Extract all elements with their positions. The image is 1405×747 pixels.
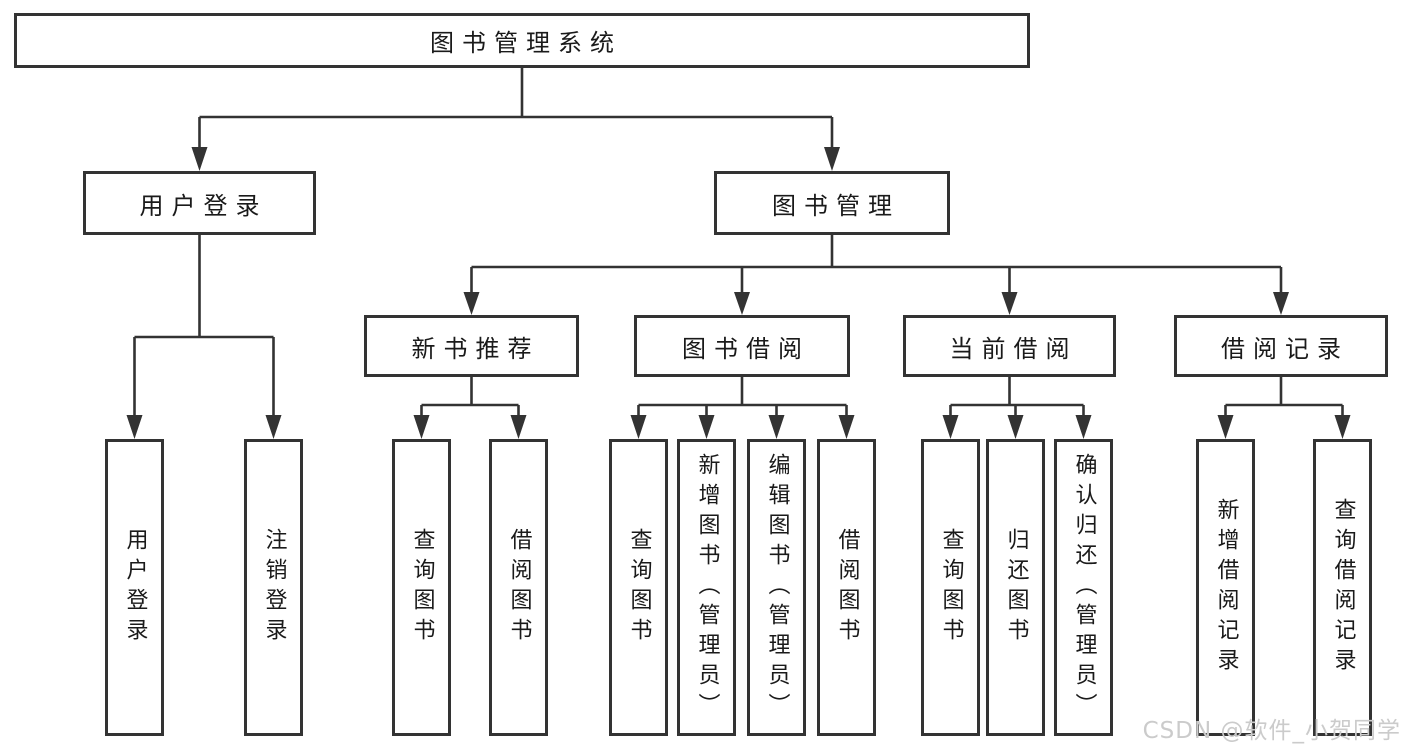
leaf-borrowing-query-book: 查询图书 bbox=[609, 439, 668, 736]
current-borrow-children-connector bbox=[949, 377, 1085, 417]
csdn-watermark: CSDN @软件_小贺同学 bbox=[1142, 718, 1401, 744]
new-book-rec-children-connector bbox=[420, 377, 520, 417]
leaf-current-query-book: 查询图书 bbox=[921, 439, 980, 736]
root-to-level2-connector bbox=[198, 68, 834, 149]
node-label: 归还图书 bbox=[1003, 527, 1029, 648]
leaf-recommend-query-book: 查询图书 bbox=[392, 439, 451, 736]
leaf-recommend-borrow-book: 借阅图书 bbox=[489, 439, 548, 736]
node-current-borrowing: 当前借阅 bbox=[903, 315, 1116, 377]
leaf-user-login: 用户登录 bbox=[105, 439, 164, 736]
arrowhead bbox=[1001, 292, 1018, 315]
arrowhead bbox=[413, 415, 430, 439]
arrowhead bbox=[510, 415, 527, 439]
node-label: 借阅记录 bbox=[1221, 334, 1349, 363]
node-label: 查询图书 bbox=[409, 527, 435, 648]
leaf-current-return-book: 归还图书 bbox=[986, 439, 1045, 736]
borrow-record-children-connector bbox=[1224, 377, 1344, 417]
arrowhead bbox=[463, 292, 480, 315]
node-label: 新增图书（管理员） bbox=[694, 452, 720, 723]
leaf-borrowing-edit-book-admin: 编辑图书（管理员） bbox=[747, 439, 806, 736]
node-root-system: 图书管理系统 bbox=[14, 13, 1030, 68]
arrowhead bbox=[838, 415, 855, 439]
arrowhead bbox=[1334, 415, 1351, 439]
node-label: 查询图书 bbox=[626, 527, 652, 648]
leaf-record-query: 查询借阅记录 bbox=[1313, 439, 1372, 736]
book-mgmt-children-connector bbox=[470, 235, 1283, 294]
node-label: 图书管理 bbox=[772, 191, 900, 220]
node-label: 用户登录 bbox=[139, 191, 268, 220]
node-book-management: 图书管理 bbox=[714, 171, 950, 235]
arrowhead bbox=[630, 415, 647, 439]
node-label: 当前借阅 bbox=[949, 334, 1078, 363]
leaf-record-add: 新增借阅记录 bbox=[1196, 439, 1255, 736]
leaf-current-confirm-return-admin: 确认归还（管理员） bbox=[1054, 439, 1113, 736]
arrowhead bbox=[1217, 415, 1234, 439]
node-label: 查询借阅记录 bbox=[1330, 497, 1356, 678]
leaf-logout-login: 注销登录 bbox=[244, 439, 303, 736]
user-login-children-connector bbox=[133, 235, 275, 417]
arrowhead bbox=[698, 415, 715, 439]
arrowhead bbox=[768, 415, 785, 439]
node-label: 图书管理系统 bbox=[430, 29, 622, 57]
node-user-login: 用户登录 bbox=[83, 171, 316, 235]
node-borrowing-records: 借阅记录 bbox=[1174, 315, 1388, 377]
node-label: 确认归还（管理员） bbox=[1071, 452, 1097, 723]
arrowhead bbox=[191, 147, 208, 171]
arrowhead bbox=[126, 415, 143, 439]
arrowhead bbox=[942, 415, 959, 439]
node-label: 查询图书 bbox=[938, 527, 964, 648]
arrowhead bbox=[1273, 292, 1289, 315]
arrowhead bbox=[265, 415, 282, 439]
leaf-borrowing-borrow-book: 借阅图书 bbox=[817, 439, 876, 736]
node-label: 新增借阅记录 bbox=[1213, 497, 1239, 678]
node-new-book-recommend: 新书推荐 bbox=[364, 315, 579, 377]
node-book-borrowing: 图书借阅 bbox=[634, 315, 850, 377]
node-label: 用户登录 bbox=[122, 527, 148, 648]
arrowhead bbox=[1007, 415, 1024, 439]
book-borrow-children-connector bbox=[637, 377, 848, 417]
arrowhead bbox=[824, 147, 840, 171]
node-label: 注销登录 bbox=[261, 527, 287, 648]
leaf-borrowing-add-book-admin: 新增图书（管理员） bbox=[677, 439, 736, 736]
node-label: 新书推荐 bbox=[411, 334, 540, 363]
node-label: 编辑图书（管理员） bbox=[764, 452, 790, 723]
node-label: 借阅图书 bbox=[506, 527, 532, 648]
arrowhead bbox=[734, 292, 750, 315]
arrowhead bbox=[1075, 415, 1092, 439]
node-label: 借阅图书 bbox=[834, 527, 860, 648]
node-label: 图书借阅 bbox=[682, 334, 810, 363]
